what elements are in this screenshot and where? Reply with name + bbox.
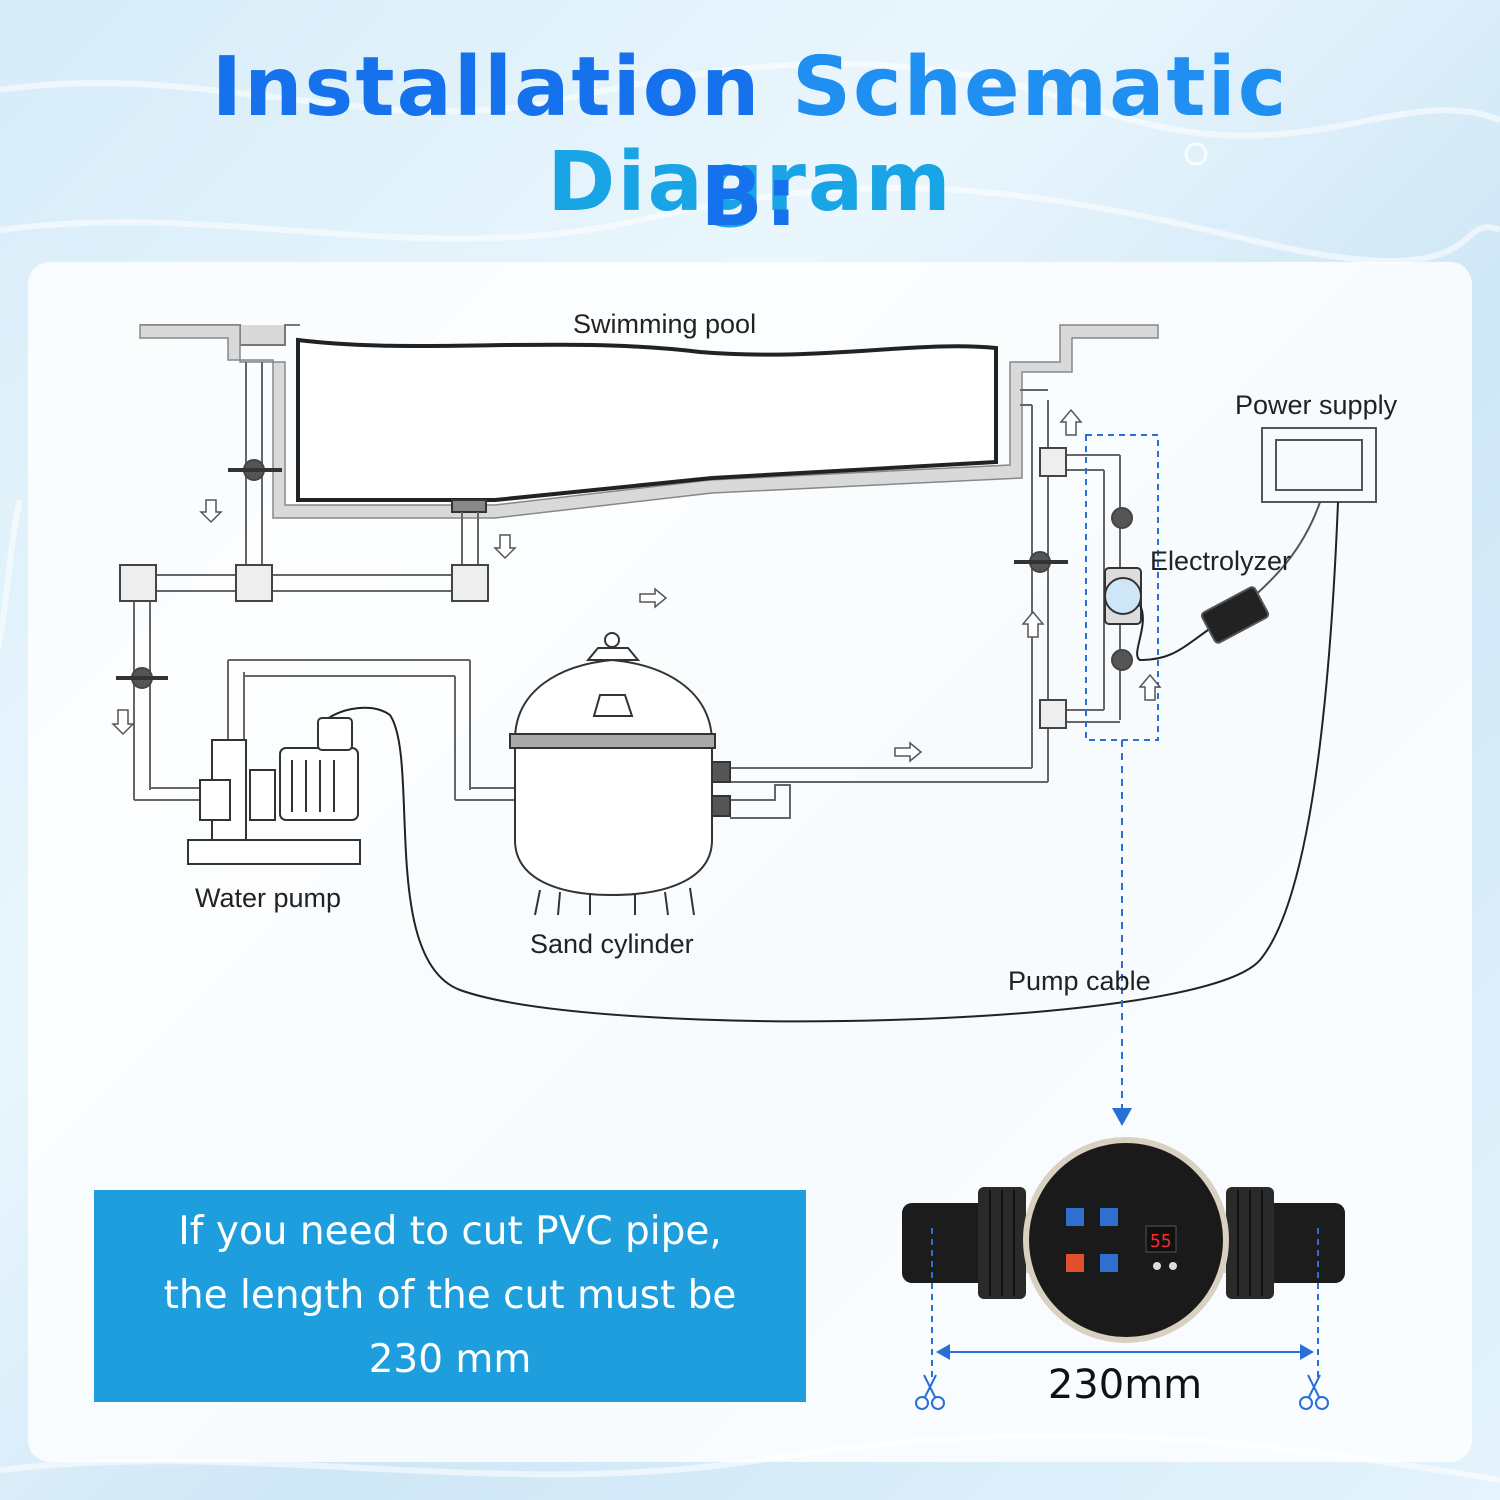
- label-pump-cable: Pump cable: [1008, 966, 1151, 996]
- scissors-icon-right: [1299, 1374, 1329, 1410]
- power-supply-unit: [317, 427, 1377, 1023]
- sand-cylinder: [509, 632, 731, 916]
- label-power-supply: Power supply: [1235, 390, 1398, 420]
- page-subtitle: B:: [700, 150, 800, 245]
- title-word-installation: Installation: [211, 40, 762, 135]
- water-pump: [187, 717, 361, 865]
- cut-instructions-callout: If you need to cut PVC pipe, the length …: [94, 1190, 806, 1402]
- dimension-line: [915, 1228, 1329, 1410]
- title-word-schematic: Schematic: [792, 40, 1289, 135]
- pointer-line: [1112, 740, 1132, 1126]
- electrolyzer-device: 55: [902, 1137, 1345, 1343]
- flow-arrows: [111, 408, 1162, 763]
- title-word-diagram: Diagram: [547, 135, 953, 230]
- scissors-icon-left: [915, 1374, 945, 1410]
- callout-text: If you need to cut PVC pipe, the length …: [163, 1209, 737, 1382]
- label-swimming-pool: Swimming pool: [573, 309, 756, 339]
- dimension-label: 230mm: [1047, 1362, 1203, 1408]
- valves: [116, 447, 1133, 729]
- label-electrolyzer: Electrolyzer: [1150, 546, 1291, 576]
- label-sand-cylinder: Sand cylinder: [530, 929, 694, 959]
- device-display-value: 55: [1150, 1231, 1172, 1252]
- label-water-pump: Water pump: [195, 883, 341, 913]
- swimming-pool: [139, 324, 1159, 519]
- page-title: Installation Schematic Diagram: [0, 40, 1500, 230]
